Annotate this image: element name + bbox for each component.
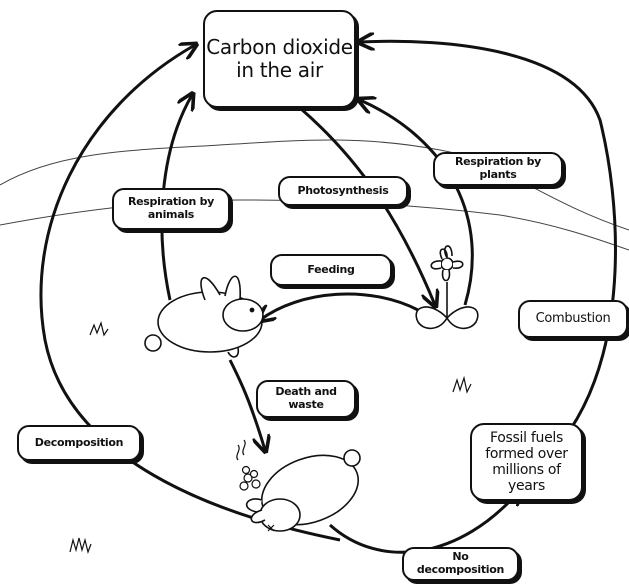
combustion-arrow xyxy=(360,41,617,431)
respiration-plants-label: Respiration by plants xyxy=(433,152,563,186)
flower-drawing xyxy=(415,245,479,330)
decomposition-arrow xyxy=(39,45,341,542)
grass-drawing xyxy=(69,321,472,555)
co2-text: Carbon dioxide in the air xyxy=(206,35,353,82)
combustion-label: Combustion xyxy=(518,300,628,338)
death-waste-label: Death and waste xyxy=(256,380,356,418)
feeding-arrow xyxy=(260,292,419,320)
decomposition-label: Decomposition xyxy=(17,425,141,461)
ground-line xyxy=(0,199,629,251)
co2-node: Carbon dioxide in the air xyxy=(203,10,356,108)
fossil-fuels-text: Fossil fuels formed over millions of yea… xyxy=(485,429,568,495)
waste-drawing xyxy=(236,439,261,491)
no-decomposition-label: No decomposition xyxy=(402,547,519,581)
rabbit-drawing xyxy=(144,275,264,358)
death-waste-arrow xyxy=(228,359,265,450)
respiration-animals-label: Respiration by animals xyxy=(112,188,230,230)
dead-rabbit-drawing xyxy=(246,449,361,532)
fossil-fuels-node: Fossil fuels formed over millions of yea… xyxy=(470,423,583,501)
photosynthesis-label: Photosynthesis xyxy=(278,176,408,206)
feeding-label: Feeding xyxy=(270,254,392,286)
